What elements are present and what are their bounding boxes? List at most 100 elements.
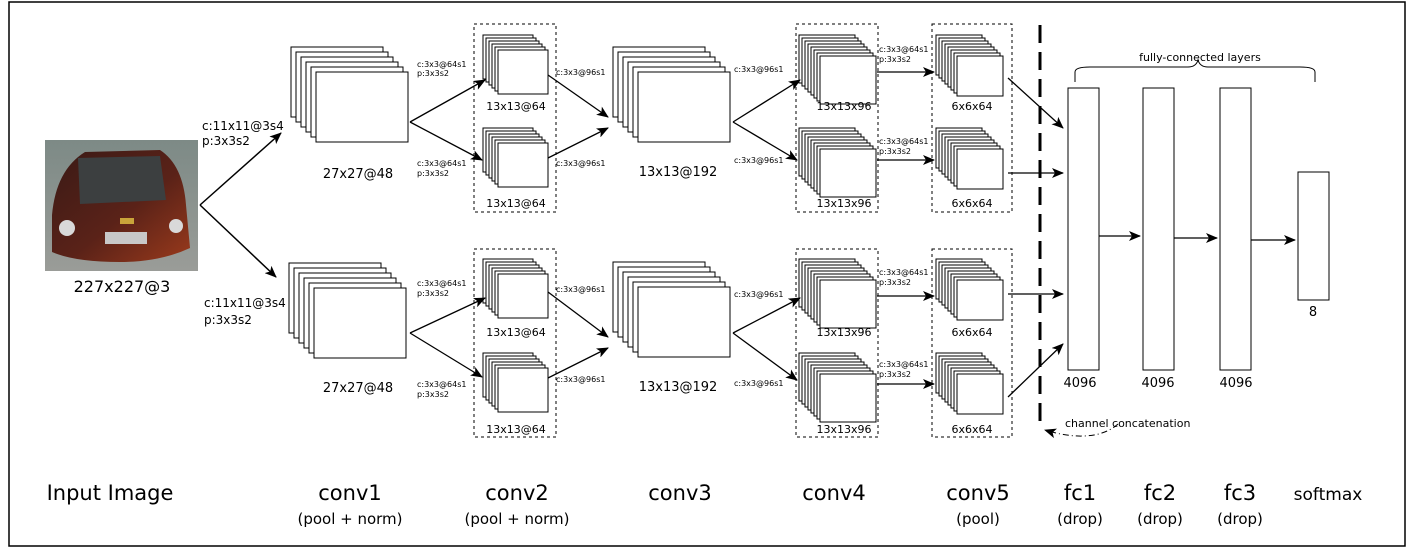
stage-fc3-label: fc3 <box>1224 481 1256 505</box>
conv1-top-op-line1: c:11x11@3s4 <box>202 119 284 133</box>
arrow-c3-c4-top-b <box>732 121 798 161</box>
conv5-top-a-op-2: p:3x3s2 <box>879 55 911 64</box>
conv2-bottom-a-stack <box>482 258 549 319</box>
conv5-top-b-stack <box>935 127 1004 190</box>
fc-group-brace <box>1074 58 1316 82</box>
stage-fc2-sub: (drop) <box>1137 510 1183 528</box>
conv3-top-stack-layer <box>637 71 731 143</box>
fc1-units: 4096 <box>1063 376 1096 391</box>
stage-conv2-sub: (pool + norm) <box>464 510 569 528</box>
conv2-top-a-stack-layer <box>497 49 549 95</box>
conv4-top-a-stack-layer <box>819 55 877 105</box>
stage-conv2-label: conv2 <box>485 481 549 505</box>
conv4-bottom-a-op: c:3x3@96s1 <box>734 290 783 299</box>
conv3-bottom-a-op: c:3x3@96s1 <box>556 285 605 294</box>
conv3-bottom-stack-layer <box>637 286 731 358</box>
conv2-top-b-op-1: c:3x3@64s1 <box>417 159 466 168</box>
stage-fc1-label: fc1 <box>1064 481 1096 505</box>
arrow-c3-c4-bottom-b <box>732 332 798 381</box>
stage-conv5-sub: (pool) <box>956 510 1000 528</box>
conv2-bottom-group <box>473 248 557 438</box>
softmax-bar <box>1297 171 1330 301</box>
conv4-bottom-group <box>795 248 879 438</box>
conv2-top-group <box>473 23 557 213</box>
conv3-bottom-size: 13x13@192 <box>639 380 718 395</box>
conv4-bottom-b-op: c:3x3@96s1 <box>734 379 783 388</box>
input-car-image <box>45 140 198 271</box>
stage-softmax-label: softmax <box>1294 485 1363 505</box>
stage-conv3-label: conv3 <box>648 481 712 505</box>
conv2-top-a-size: 13x13@64 <box>486 100 546 113</box>
conv1-bottom-op-line1: c:11x11@3s4 <box>204 296 286 310</box>
conv5-bottom-b-stack <box>935 352 1004 415</box>
conv2-top-b-op-2: p:3x3s2 <box>417 169 449 178</box>
fc3-units: 4096 <box>1219 376 1252 391</box>
conv5-bottom-a-stack <box>935 258 1004 321</box>
conv4-top-a-stack <box>798 34 877 105</box>
conv4-bottom-b-stack <box>798 352 877 423</box>
arrow-c2-c3-top-a <box>547 74 609 118</box>
conv3-top-size: 13x13@192 <box>639 165 718 180</box>
fc2-bar <box>1142 87 1175 371</box>
conv5-bottom-b-size: 6x6x64 <box>951 423 992 436</box>
conv5-top-a-stack-layer <box>956 55 1004 97</box>
input-to-conv1-bottom-arrow <box>199 204 277 278</box>
conv5-bottom-a-op-2: p:3x3s2 <box>879 278 911 287</box>
arrow-c1-c2-top-b <box>409 121 483 161</box>
conv4-top-b-op: c:3x3@96s1 <box>734 156 783 165</box>
conv5-top-b-stack-layer <box>956 148 1004 190</box>
arrow-c2-c3-bottom-b <box>547 347 609 379</box>
arrow-c2-c3-top-b <box>547 127 609 159</box>
arrow-c5-fc1-1 <box>1007 77 1064 129</box>
conv3-bottom-stack <box>612 261 731 358</box>
conv2-bottom-a-size: 13x13@64 <box>486 326 546 339</box>
fc1-bar <box>1067 87 1100 371</box>
conv2-bottom-b-stack-layer <box>497 367 549 413</box>
conv2-top-b-stack-layer <box>497 142 549 188</box>
conv5-bottom-b-op-2: p:3x3s2 <box>879 370 911 379</box>
conv5-bottom-b-op-1: c:3x3@64s1 <box>879 360 928 369</box>
conv5-top-b-size: 6x6x64 <box>951 197 992 210</box>
conv5-top-a-size: 6x6x64 <box>951 100 992 113</box>
conv1-top-stack <box>290 46 409 143</box>
conv5-top-group <box>931 23 1013 213</box>
conv2-bottom-a-op-1: c:3x3@64s1 <box>417 279 466 288</box>
conv4-top-b-stack <box>798 127 877 198</box>
arrow-c3-c4-bottom-a <box>732 297 801 334</box>
conv3-top-a-op: c:3x3@96s1 <box>556 68 605 77</box>
stage-fc3-sub: (drop) <box>1217 510 1263 528</box>
conv3-top-b-op: c:3x3@96s1 <box>556 159 605 168</box>
concat-label: channel concatenation <box>1065 417 1190 430</box>
figure-border <box>8 1 1406 547</box>
conv2-top-b-stack <box>482 127 549 188</box>
input-size-label: 227x227@3 <box>74 277 171 296</box>
stage-fc2-label: fc2 <box>1144 481 1176 505</box>
conv2-bottom-a-op-2: p:3x3s2 <box>417 289 449 298</box>
stage-input-label: Input Image <box>47 481 174 505</box>
conv2-bottom-b-op-2: p:3x3s2 <box>417 390 449 399</box>
conv2-top-a-stack <box>482 34 549 95</box>
conv1-top-op-line2: p:3x3s2 <box>202 134 250 148</box>
conv4-top-a-op: c:3x3@96s1 <box>734 65 783 74</box>
conv4-top-group <box>795 23 879 213</box>
conv4-bottom-a-stack <box>798 258 877 329</box>
conv4-bottom-a-stack-layer <box>819 279 877 329</box>
stage-conv5-label: conv5 <box>946 481 1010 505</box>
conv5-top-a-stack <box>935 34 1004 97</box>
conv2-bottom-b-stack <box>482 352 549 413</box>
conv4-bottom-a-size: 13x13x96 <box>816 326 871 339</box>
conv2-top-b-size: 13x13@64 <box>486 197 546 210</box>
conv5-bottom-a-op-1: c:3x3@64s1 <box>879 268 928 277</box>
conv4-bottom-b-size: 13x13x96 <box>816 423 871 436</box>
conv1-bottom-stack <box>288 262 407 359</box>
conv5-top-a-op-1: c:3x3@64s1 <box>879 45 928 54</box>
concat-pointer-arrow <box>1044 423 1119 439</box>
conv2-top-a-op-2: p:3x3s2 <box>417 69 449 78</box>
conv1-bottom-op-line2: p:3x3s2 <box>204 313 252 327</box>
stage-fc1-sub: (drop) <box>1057 510 1103 528</box>
stage-conv4-label: conv4 <box>802 481 866 505</box>
fc3-bar <box>1219 87 1252 371</box>
conv3-bottom-b-op: c:3x3@96s1 <box>556 375 605 384</box>
conv2-bottom-a-stack-layer <box>497 273 549 319</box>
